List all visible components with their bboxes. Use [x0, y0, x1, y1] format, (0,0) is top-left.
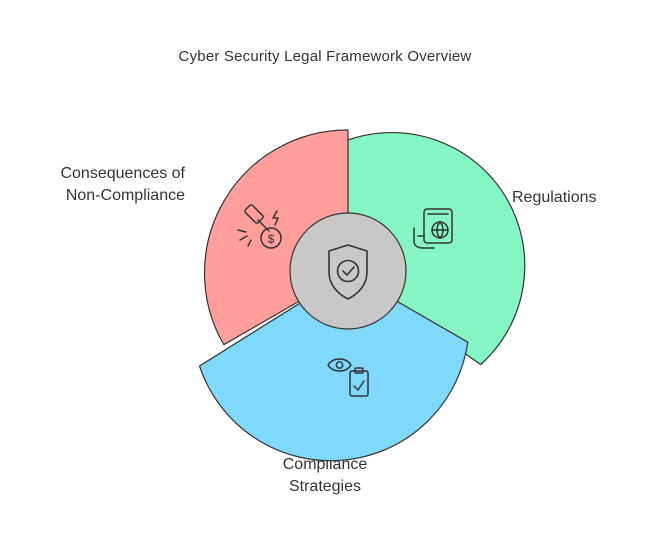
law-book-icon [413, 208, 453, 249]
svg-text:$: $ [268, 232, 275, 246]
segment-regulations [347, 132, 526, 366]
segment-compliance [198, 272, 469, 462]
label-consequences-line-1: Consequences of [60, 165, 185, 182]
label-compliance-line-2: Strategies [288, 478, 362, 495]
label-regulations: Regulations [512, 187, 632, 209]
fine-penalty-icon: $ [237, 204, 282, 249]
diagram-title: Cyber Security Legal Framework Overview [178, 48, 472, 65]
label-regulations-line-1: Regulations [512, 189, 597, 206]
label-consequences: Consequences of Non-Compliance [20, 163, 185, 207]
center-circle [289, 212, 407, 330]
shield-check-icon [328, 244, 368, 300]
label-consequences-line-2: Non-Compliance [65, 187, 185, 204]
label-compliance-strategies: Compliance Strategies [255, 454, 395, 498]
monitoring-clipboard-icon [327, 358, 369, 397]
